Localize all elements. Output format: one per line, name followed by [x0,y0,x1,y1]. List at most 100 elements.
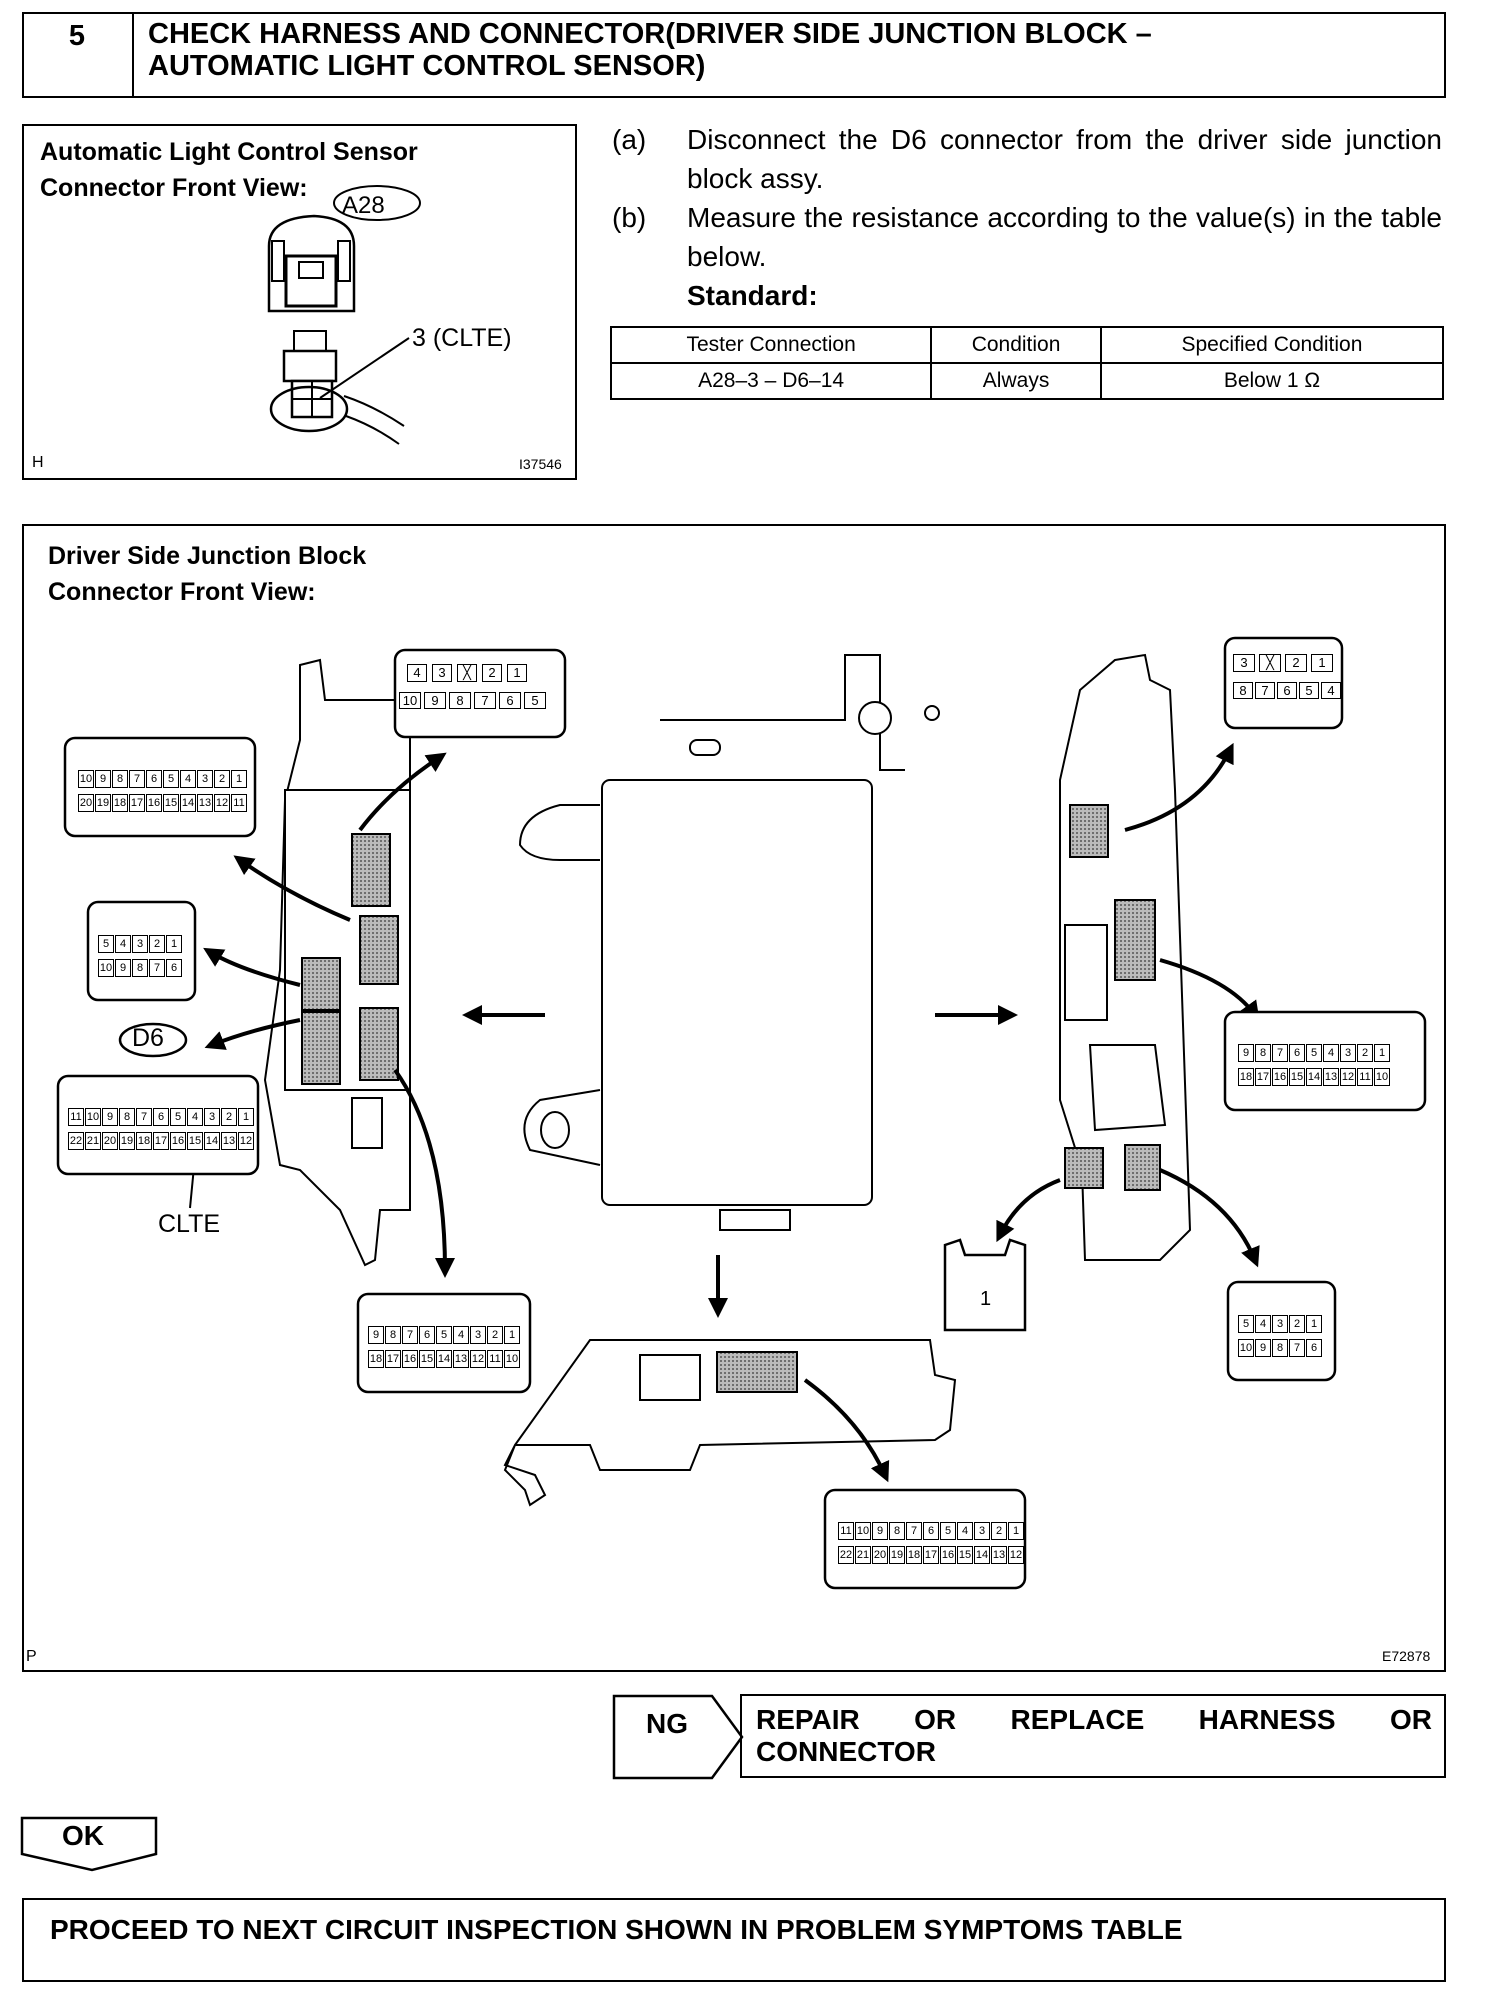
pin: 2 [1289,1315,1305,1333]
pin: 15 [1289,1068,1305,1086]
pin: 10 [98,959,114,977]
pin: 1 [231,770,247,788]
pin: 21 [85,1132,101,1150]
pin: 15 [957,1546,973,1564]
pin: 2 [149,935,165,953]
figure-code: I37546 [519,456,562,472]
connector-1pin-right: 1 [980,1288,992,1310]
pin: 8 [889,1522,905,1540]
pin: 14 [436,1350,452,1368]
pin: 13 [221,1132,237,1150]
pin: 3 [470,1326,486,1344]
spec-header: Condition [930,326,1102,364]
pin: 10 [504,1350,520,1368]
pin: 1 [504,1326,520,1344]
step-header [22,12,1446,98]
pin: 6 [1289,1044,1305,1062]
pin: 4 [957,1522,973,1540]
pin: 18 [136,1132,152,1150]
pin: 11 [231,794,247,812]
pin: 4 [453,1326,469,1344]
pin: 5 [1238,1315,1254,1333]
pin-blank: ╳ [457,664,477,682]
pin-blank: ╳ [1259,654,1281,672]
pin: 7 [1255,682,1275,699]
pin: 16 [170,1132,186,1150]
standard-row: Standard: [612,276,1442,315]
pin: 19 [95,794,111,812]
pin: 18 [368,1350,384,1368]
pin: 5 [98,935,114,953]
pin: 4 [1323,1044,1339,1062]
pin: 5 [170,1108,186,1126]
pin: 2 [221,1108,237,1126]
pin: 12 [214,794,230,812]
pin: 3 [1272,1315,1288,1333]
pin: 5 [524,692,546,709]
pin: 10 [78,770,94,788]
pin: 14 [1306,1068,1322,1086]
pin: 13 [453,1350,469,1368]
pin: 10 [85,1108,101,1126]
pin: 17 [153,1132,169,1150]
pin: 20 [102,1132,118,1150]
pin: 13 [1323,1068,1339,1086]
pin: 7 [1289,1339,1305,1357]
pin: 20 [78,794,94,812]
step-title: CHECK HARNESS AND CONNECTOR(DRIVER SIDE … [148,18,1428,82]
proceed-box: PROCEED TO NEXT CIRCUIT INSPECTION SHOWN… [22,1898,1446,1982]
junction-caption-line2: Connector Front View: [48,578,316,606]
pin: 8 [1255,1044,1271,1062]
sensor-connector-drawing [267,185,421,445]
pin: 8 [385,1326,401,1344]
pin: 6 [419,1326,435,1344]
pin: 17 [1255,1068,1271,1086]
instruction-list: (a) Disconnect the D6 connector from the… [612,120,1442,315]
pin: 10 [399,692,421,709]
spec-header: Tester Connection [609,326,933,364]
pin: 5 [163,770,179,788]
pin: 16 [146,794,162,812]
pin: 4 [1321,682,1341,699]
step-number: 5 [22,12,134,96]
pin: 6 [1277,682,1297,699]
pin: 3 [432,664,452,682]
spec-row: A28–3 – D6–14 Always Below 1 Ω [609,362,1445,400]
pin: 14 [204,1132,220,1150]
junction-caption-line1: Driver Side Junction Block [48,542,367,570]
pin: 3 [197,770,213,788]
pin: 21 [855,1546,871,1564]
pin: 19 [119,1132,135,1150]
figure-code: E72878 [1382,1648,1431,1664]
instruction-text: Disconnect the D6 connector from the dri… [687,124,1442,194]
pin: 4 [187,1108,203,1126]
pin: 3 [1233,654,1255,672]
sensor-caption-line1: Automatic Light Control Sensor [40,138,418,166]
pin: 11 [487,1350,503,1368]
pin: 22 [68,1132,84,1150]
pin: 7 [1272,1044,1288,1062]
pin: 2 [487,1326,503,1344]
pin: 7 [136,1108,152,1126]
pin: 9 [1255,1339,1271,1357]
pin: 11 [1357,1068,1373,1086]
pin: 6 [499,692,521,709]
pin: 19 [889,1546,905,1564]
pin: 7 [402,1326,418,1344]
pin: 15 [419,1350,435,1368]
pin: 18 [906,1546,922,1564]
pin: 18 [112,794,128,812]
pin: 9 [115,959,131,977]
ng-arrow [612,1694,744,1780]
pin-callout-clte: 3 (CLTE) [412,324,512,352]
connector-id-d6: D6 [132,1024,164,1052]
pin: 13 [991,1546,1007,1564]
pin: 5 [1299,682,1319,699]
pin: 1 [1008,1522,1024,1540]
pin: 6 [153,1108,169,1126]
pin: 14 [974,1546,990,1564]
pin: 7 [129,770,145,788]
